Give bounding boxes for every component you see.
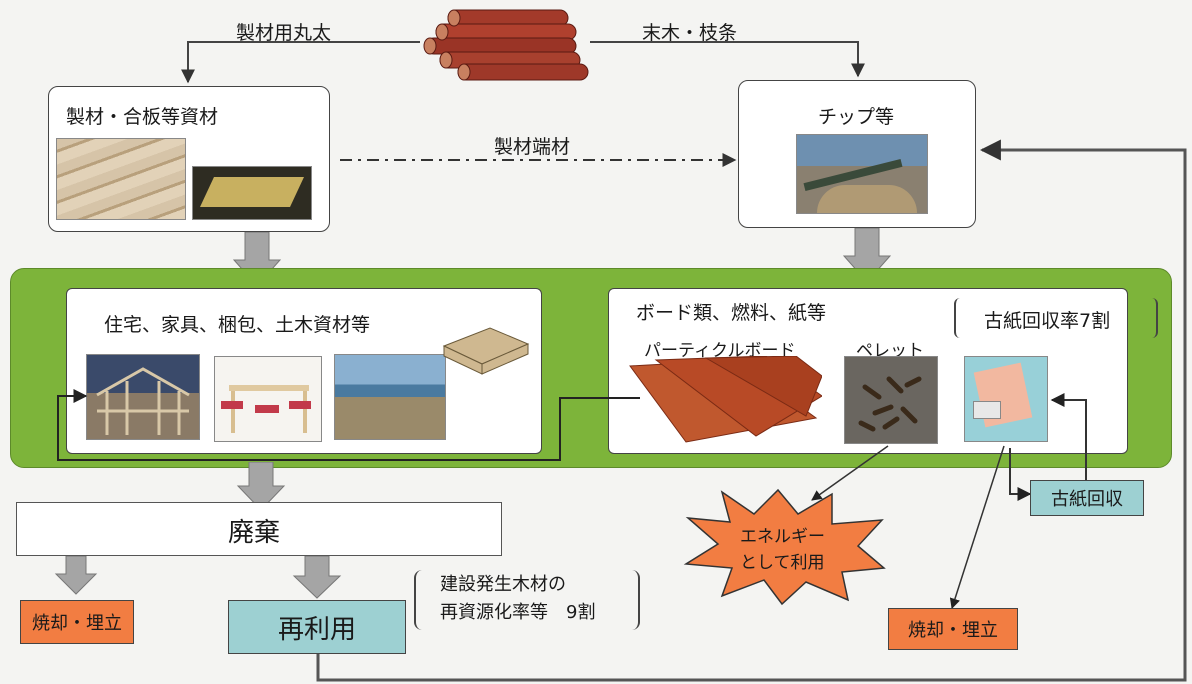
construction-rate-line1: 建設発生木材の [440, 574, 566, 595]
chip-photo [796, 134, 928, 214]
seawall-photo [334, 354, 446, 440]
construction-rate-bracket [414, 570, 640, 630]
energy-burst [683, 488, 886, 606]
plywood-photo [192, 166, 312, 220]
paper-to-collection-line [1009, 448, 1032, 501]
collection-to-paper-line [1050, 393, 1087, 482]
paper-photo [964, 356, 1048, 442]
board-title: ボード類、燃料、紙等 [636, 302, 827, 324]
housing-title: 住宅、家具、梱包、土木資材等 [104, 314, 371, 336]
pellet-photo [844, 356, 938, 444]
paper-rate-bracket [954, 298, 1158, 338]
particleboard-photo [626, 356, 822, 444]
paper-rate: 古紙回収率7割 [984, 310, 1111, 332]
lumber-photo [56, 138, 186, 220]
disposal-box [16, 502, 502, 556]
house-frame-photo [86, 354, 200, 440]
log-right-label: 末木・枝条 [642, 22, 738, 44]
energy-line2: として利用 [740, 553, 825, 573]
paper-collection-tag: 古紙回収 [1030, 480, 1144, 516]
reuse-label: 再利用 [277, 614, 356, 645]
chip-box-title: チップ等 [818, 106, 895, 128]
paper-collection-label: 古紙回収 [1051, 489, 1123, 510]
log-left-label: 製材用丸太 [236, 22, 332, 44]
incinerate-left-label: 焼却・埋立 [32, 613, 122, 634]
particleboard-to-housing-line [57, 389, 640, 461]
incinerate-right-label: 焼却・埋立 [908, 620, 998, 641]
log-to-chip-line [590, 41, 865, 78]
lumber-box-title: 製材・合板等資材 [66, 106, 219, 128]
reuse-loop-line [316, 139, 1187, 682]
furniture-photo [214, 356, 322, 442]
pallet-icon [442, 327, 530, 375]
incinerate-right-tag: 焼却・埋立 [888, 608, 1018, 650]
arrow-to-incinerate-left [54, 556, 98, 595]
pellet-to-energy-line [811, 445, 889, 501]
log-pile-icon [423, 9, 589, 81]
paper-to-incinerate-line [949, 445, 1005, 609]
energy-line1: エネルギー [740, 527, 825, 547]
disposal-label: 廃棄 [228, 518, 281, 548]
construction-rate-line2: 再資源化率等 9割 [440, 602, 596, 623]
offcut-label: 製材端材 [494, 136, 571, 158]
incinerate-left-tag: 焼却・埋立 [20, 600, 134, 644]
arrow-to-disposal [236, 462, 286, 511]
arrow-to-reuse [292, 556, 342, 599]
reuse-tag: 再利用 [228, 600, 406, 654]
log-to-lumber-line [181, 41, 420, 84]
